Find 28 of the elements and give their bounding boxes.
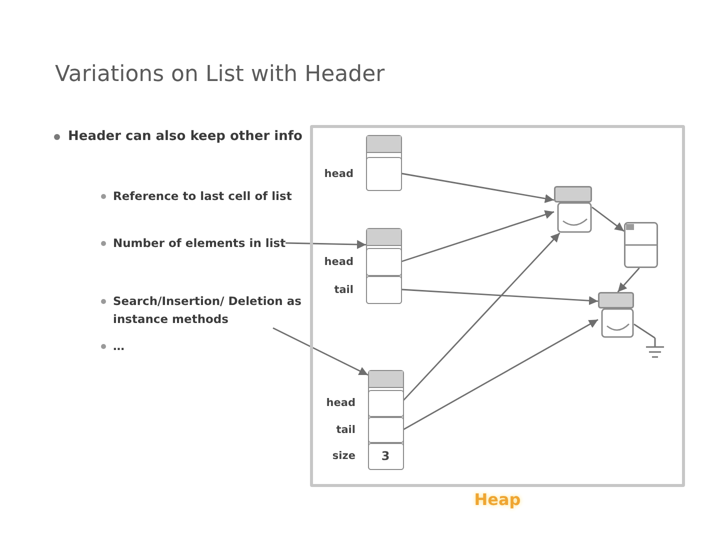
list-node [598, 292, 634, 338]
field-label: head [324, 168, 354, 180]
field-label: tail [336, 424, 356, 436]
slide-title: Variations on List with Header [55, 62, 385, 87]
field-label: head [324, 256, 354, 268]
arrow [286, 240, 366, 249]
arrow [617, 268, 640, 292]
cell-value: 3 [380, 449, 391, 463]
field-label: tail [334, 284, 354, 296]
list-node [624, 222, 658, 268]
arrow [401, 288, 598, 306]
region-caption: Heap [474, 490, 521, 509]
connector-line [634, 324, 656, 339]
field-label: size [332, 450, 356, 462]
arrow [401, 210, 554, 262]
bullet-text: Search/Insertion/ Deletion as instance methods [113, 292, 313, 328]
field-label: head [326, 397, 356, 409]
bullet-text: Header can also keep other info [68, 128, 304, 146]
bullet-text: Reference to last cell of list [113, 188, 293, 205]
bullet-text: … [113, 338, 126, 355]
ground-symbol [644, 338, 666, 360]
arrow [403, 319, 598, 430]
arrow [592, 206, 624, 232]
list-node [554, 186, 592, 233]
arrow [402, 232, 560, 401]
arrow [272, 327, 368, 376]
arrow [401, 172, 554, 203]
bullet-text: Number of elements in list [113, 234, 286, 252]
